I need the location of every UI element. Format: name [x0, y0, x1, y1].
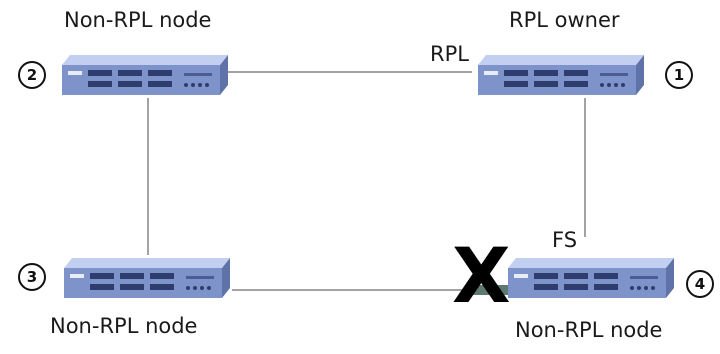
- fs-label: FS: [552, 228, 578, 252]
- switch-icon: [62, 55, 228, 95]
- node4-label: Non-RPL node: [515, 318, 663, 342]
- switch-icon: [508, 258, 674, 298]
- rpl-link-label: RPL: [430, 42, 469, 66]
- switch-icon: [64, 258, 230, 298]
- switch-icon: [478, 55, 644, 95]
- node4-number-badge: 4: [686, 270, 714, 298]
- node3-number-badge: 3: [18, 263, 46, 291]
- node1-number-badge: 1: [665, 61, 693, 89]
- node2-label: Non-RPL node: [64, 8, 212, 32]
- node1-label: RPL owner: [509, 8, 620, 32]
- node3-label: Non-RPL node: [50, 314, 198, 338]
- node2-number-badge: 2: [18, 61, 46, 89]
- link-fault-mark: X: [452, 231, 511, 320]
